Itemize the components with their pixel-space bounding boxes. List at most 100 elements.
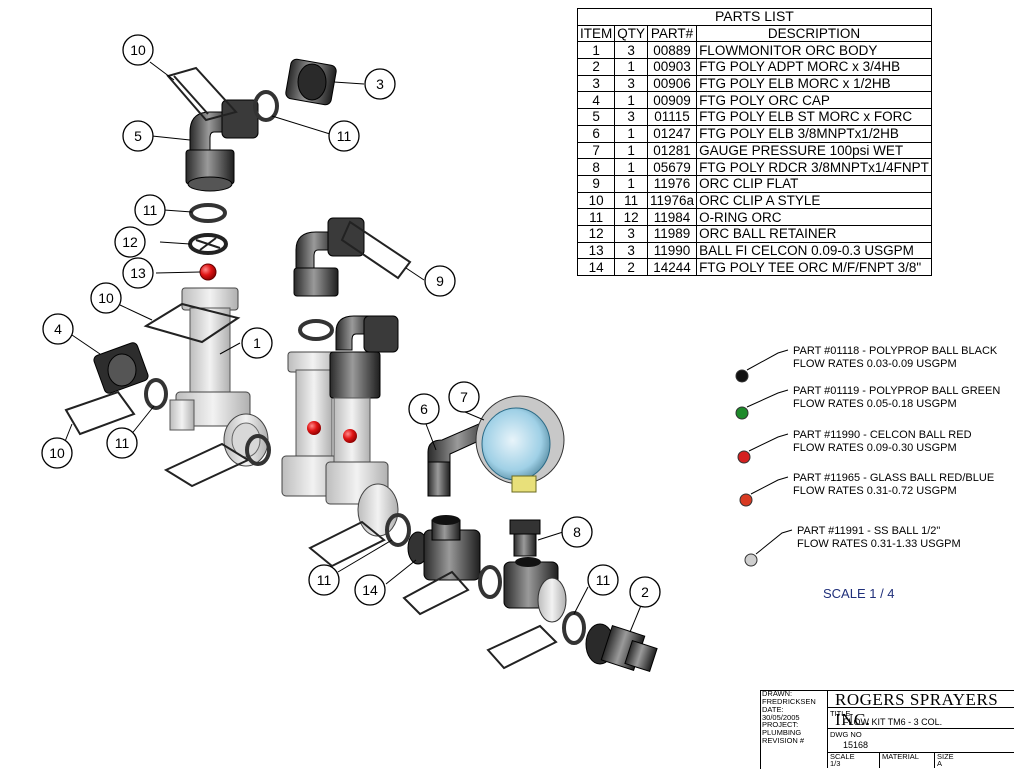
description-cell: O-RING ORC [696, 208, 932, 226]
o-ring-11-lower [385, 513, 411, 547]
ball-retainer-12 [188, 233, 228, 255]
parts-list-title: PARTS LIST [577, 8, 932, 26]
callout-circle [106, 427, 138, 459]
description-cell: ORC CLIP A STYLE [696, 191, 932, 210]
o-ring-11-body [245, 434, 271, 466]
callout-balloon: 9 [424, 265, 456, 297]
callout-circle [122, 34, 154, 66]
qty-cell: 3 [614, 108, 649, 126]
title-block-rule [827, 728, 1014, 729]
item-cell: 4 [576, 91, 616, 110]
callout-circle [42, 313, 74, 345]
qty-cell: 3 [614, 41, 649, 60]
callout-circle [308, 564, 340, 596]
callout-balloon: 11 [134, 194, 166, 226]
callout-number: 3 [376, 76, 384, 92]
callout-balloon: 6 [408, 393, 440, 425]
callout-balloon: 14 [354, 574, 386, 606]
callout-circle [90, 282, 122, 314]
item-cell: 5 [576, 108, 616, 126]
callout-circle [354, 574, 386, 606]
callout-balloon: 13 [122, 257, 154, 289]
part-number-cell: 00889 [647, 41, 698, 60]
title-block-divider [879, 752, 880, 768]
callout-circle [629, 576, 661, 608]
qty-cell: 1 [614, 174, 649, 193]
drawn-label: DRAWN: [762, 689, 793, 698]
dwg-no-label: DWG NO [830, 730, 862, 739]
title-label: TITLE [830, 709, 851, 718]
callout-number: 10 [49, 445, 65, 461]
callout-number: 1 [253, 335, 261, 351]
orc-clip-10-tee-b [486, 624, 558, 670]
poly-tee-14-b [503, 557, 567, 623]
legend-ball [735, 406, 749, 420]
callout-number: 11 [143, 202, 158, 218]
orc-cap-4 [93, 342, 149, 394]
callout-balloon: 11 [587, 564, 619, 596]
flowmonitor-body-1 [169, 287, 269, 467]
title-block [760, 690, 1014, 769]
callout-circle [114, 226, 146, 258]
part-number-cell: 11984 [647, 208, 698, 226]
o-ring-11-mid [298, 319, 334, 341]
qty-cell: 1 [614, 124, 649, 143]
item-cell: 8 [576, 158, 616, 176]
callout-circle [448, 381, 480, 413]
callout-circle [424, 265, 456, 297]
title-block-divider [827, 690, 828, 768]
description-cell: FTG POLY TEE ORC M/F/FNPT 3/8" [696, 258, 932, 276]
callout-number: 2 [641, 584, 649, 600]
callout-balloon: 12 [114, 226, 146, 258]
qty-cell: 1 [614, 58, 649, 76]
callout-balloon: 10 [41, 437, 73, 469]
legend-part: PART #11990 - CELCON BALL RED [793, 429, 972, 441]
legend-part: PART #01119 - POLYPROP BALL GREEN [793, 385, 1001, 397]
description-cell: FTG POLY ELB MORC x 1/2HB [696, 74, 932, 93]
legend-leader [748, 433, 789, 452]
qty-cell: 11 [614, 191, 649, 210]
callout-number: 11 [596, 572, 611, 588]
callout-balloon: 3 [364, 68, 396, 100]
callout-balloon: 11 [308, 564, 340, 596]
callout-number: 13 [130, 265, 146, 281]
callout-balloon: 5 [122, 120, 154, 152]
size-value: A [937, 759, 943, 768]
callout-balloon: 2 [629, 576, 661, 608]
part-number-cell: 01281 [647, 141, 698, 160]
item-cell: 3 [576, 74, 616, 93]
legend-leader [746, 389, 789, 408]
legend-flow: FLOW RATES 0.31-0.72 USGPM [793, 485, 957, 497]
part-number-cell: 14244 [647, 258, 698, 276]
item-cell: 10 [576, 191, 616, 210]
qty-cell: 1 [614, 158, 649, 176]
part-number-cell: 11976 [647, 174, 698, 193]
o-ring-11-tee [478, 565, 502, 599]
callout-balloon: 11 [328, 120, 360, 152]
callout-number: 12 [122, 234, 138, 250]
description-cell: FTG POLY RDCR 3/8MNPTx1/4FNPT [696, 158, 932, 176]
part-number-cell: 11989 [647, 224, 698, 243]
orc-clip-9 [340, 220, 412, 280]
callout-balloon: 10 [90, 282, 122, 314]
callout-number: 4 [54, 321, 62, 337]
orc-clip-10-mid [143, 302, 241, 344]
orc-clip-10-left [64, 390, 136, 436]
scale-value: 1/3 [830, 759, 841, 768]
orc-clip-10-lower [308, 520, 386, 568]
parts-list-header-cell: QTY [614, 24, 649, 43]
title-block-rule [827, 707, 1014, 708]
legend-ball [735, 369, 749, 383]
callout-number: 11 [317, 572, 332, 588]
callout-balloon: 10 [122, 34, 154, 66]
o-ring-11-left [189, 203, 227, 223]
callout-balloon: 1 [241, 327, 273, 359]
project-value: PLUMBING [762, 728, 802, 737]
qty-cell: 1 [614, 91, 649, 110]
